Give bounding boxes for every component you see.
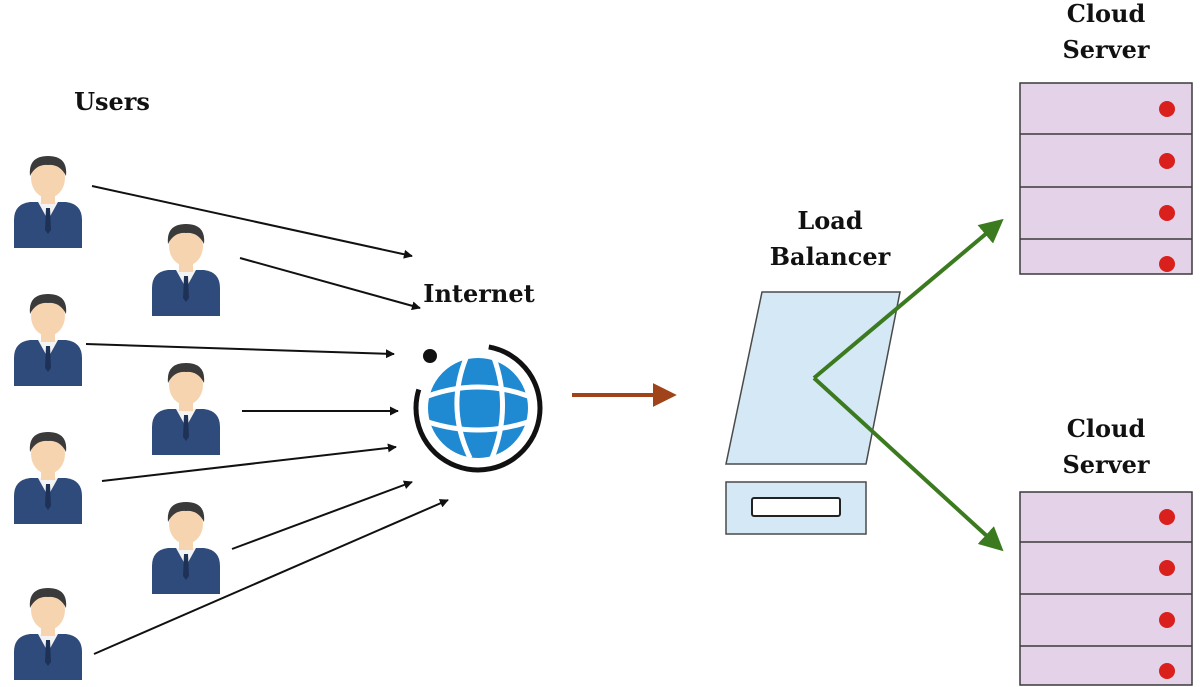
status-led-icon <box>1159 663 1175 679</box>
user-icon <box>152 363 220 455</box>
cloud-server-bottom <box>1019 491 1193 686</box>
cloud-server-top <box>1019 82 1193 275</box>
user-icon <box>152 224 220 316</box>
balancer-to-server-arrows <box>812 218 1004 552</box>
cloud-server-bottom-label-line2: Server <box>1062 450 1150 479</box>
load-balancer-label-line2: Balancer <box>769 242 891 271</box>
status-led-icon <box>1159 153 1175 169</box>
cloud-server-top-label-line2: Server <box>1062 35 1150 64</box>
status-led-icon <box>1159 256 1175 272</box>
cloud-server-top-label: Cloud Server <box>1036 0 1176 68</box>
users-label: Users <box>74 87 150 116</box>
load-balancer-label-line1: Load <box>797 206 863 235</box>
cloud-server-bottom-label: Cloud Server <box>1036 411 1176 483</box>
status-led-icon <box>1159 509 1175 525</box>
status-led-icon <box>1159 612 1175 628</box>
user-icon <box>14 156 82 248</box>
user-icon <box>152 502 220 594</box>
load-balancer-icon <box>725 291 901 535</box>
globe-icon <box>406 336 550 480</box>
cloud-server-top-label-line1: Cloud <box>1066 0 1146 28</box>
user-icon <box>14 432 82 524</box>
status-led-icon <box>1159 560 1175 576</box>
internet-label: Internet <box>423 279 535 308</box>
user-icon <box>14 588 82 680</box>
cloud-server-bottom-label-line1: Cloud <box>1066 414 1146 443</box>
user-icon <box>14 294 82 386</box>
load-balancer-label: Load Balancer <box>760 203 900 275</box>
status-led-icon <box>1159 101 1175 117</box>
status-led-icon <box>1159 205 1175 221</box>
user-to-internet-arrows <box>85 185 449 655</box>
